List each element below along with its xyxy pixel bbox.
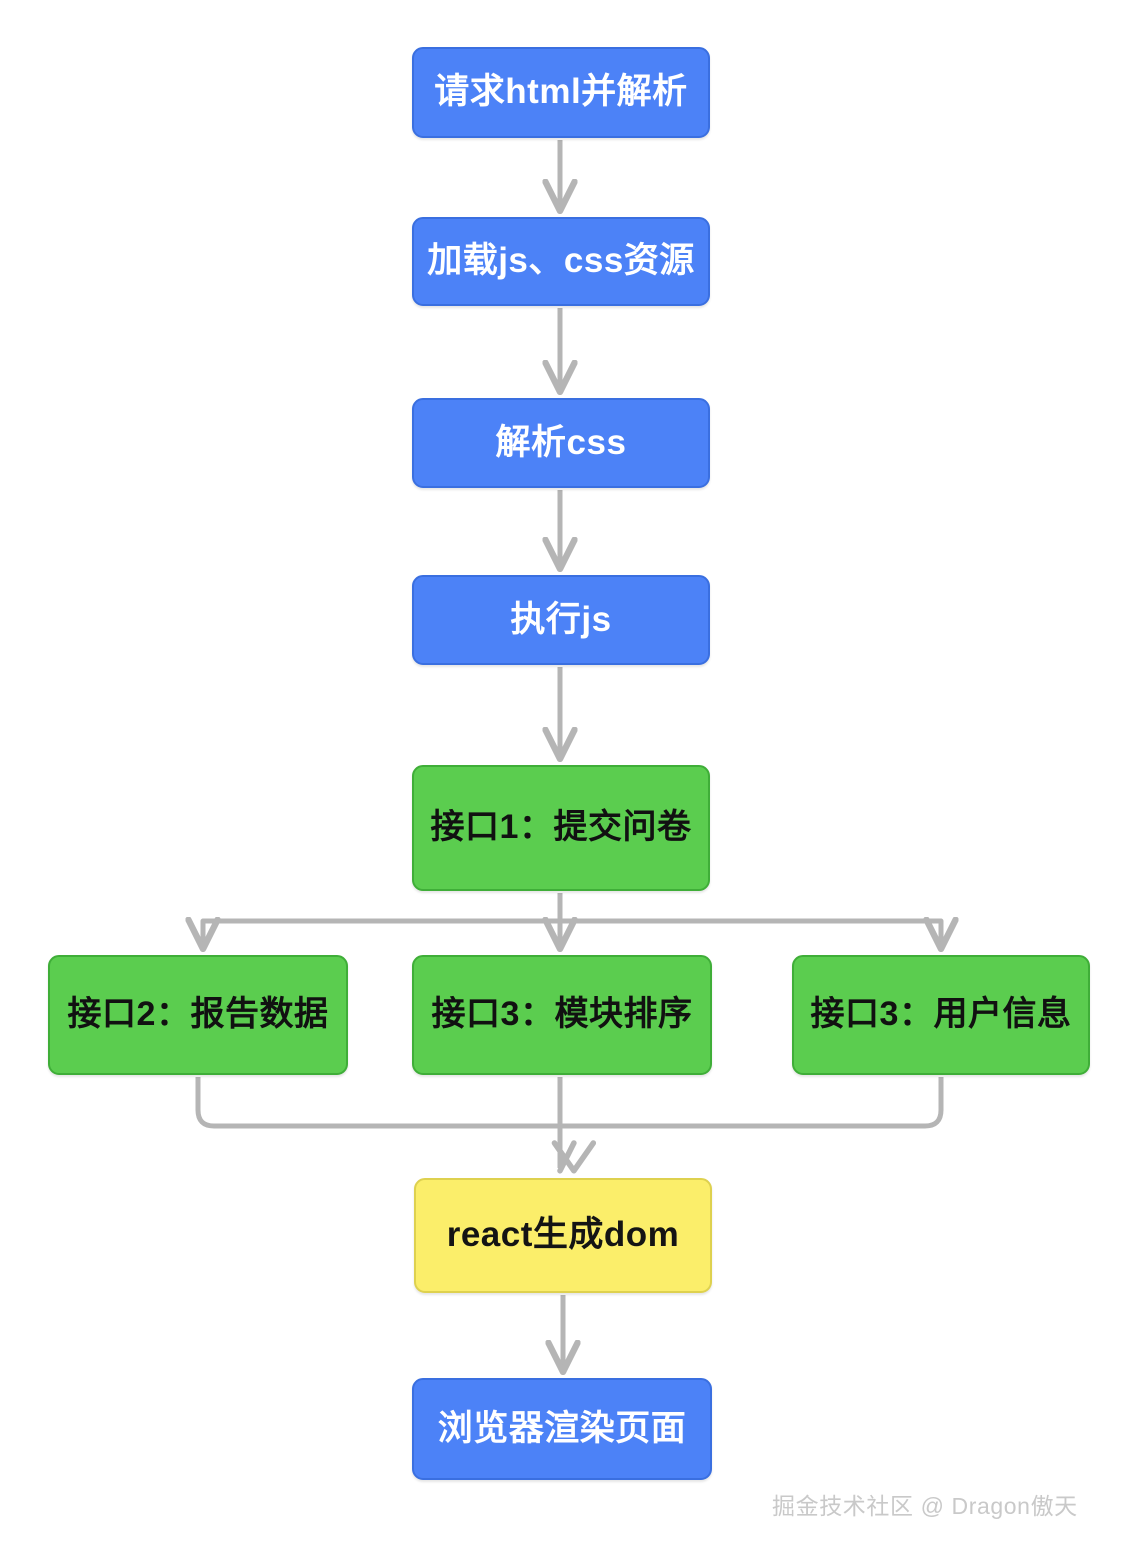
node-label-load-js-css: 加载js、css资源 (427, 241, 695, 281)
node-api-3-user-info[interactable]: 接口3：用户信息 (792, 955, 1090, 1075)
node-browser-render-page[interactable]: 浏览器渲染页面 (412, 1378, 712, 1480)
node-request-html[interactable]: 请求html并解析 (412, 47, 710, 138)
node-api-1-submit-questionnaire[interactable]: 接口1：提交问卷 (412, 765, 710, 891)
node-label-browser-render-page: 浏览器渲染页面 (437, 1408, 687, 1448)
edge-api3-user-to-react (560, 1077, 944, 1129)
node-load-js-css[interactable]: 加载js、css资源 (412, 217, 710, 306)
node-label-api-3-module-order: 接口3：模块排序 (431, 995, 693, 1034)
node-label-parse-css: 解析css (495, 422, 627, 462)
node-api-2-report-data[interactable]: 接口2：报告数据 (48, 955, 348, 1075)
node-label-api-1-submit-questionnaire: 接口1：提交问卷 (430, 808, 692, 847)
node-api-3-module-order[interactable]: 接口3：模块排序 (412, 955, 712, 1075)
node-label-api-2-report-data: 接口2：报告数据 (67, 995, 329, 1034)
watermark-text: 掘金技术社区 @ Dragon傲天 (772, 1493, 1078, 1519)
node-label-api-3-user-info: 接口3：用户信息 (810, 995, 1072, 1034)
node-label-react-generate-dom: react生成dom (446, 1215, 680, 1255)
node-label-execute-js: 执行js (510, 599, 612, 639)
edge-api2-to-react (195, 1077, 560, 1129)
edge-api1-to-api2 (203, 921, 560, 946)
node-label-request-html: 请求html并解析 (434, 72, 688, 112)
node-parse-css[interactable]: 解析css (412, 398, 710, 488)
node-react-generate-dom[interactable]: react生成dom (414, 1178, 712, 1293)
node-execute-js[interactable]: 执行js (412, 575, 710, 665)
edge-api1-to-api3-user (560, 921, 941, 946)
